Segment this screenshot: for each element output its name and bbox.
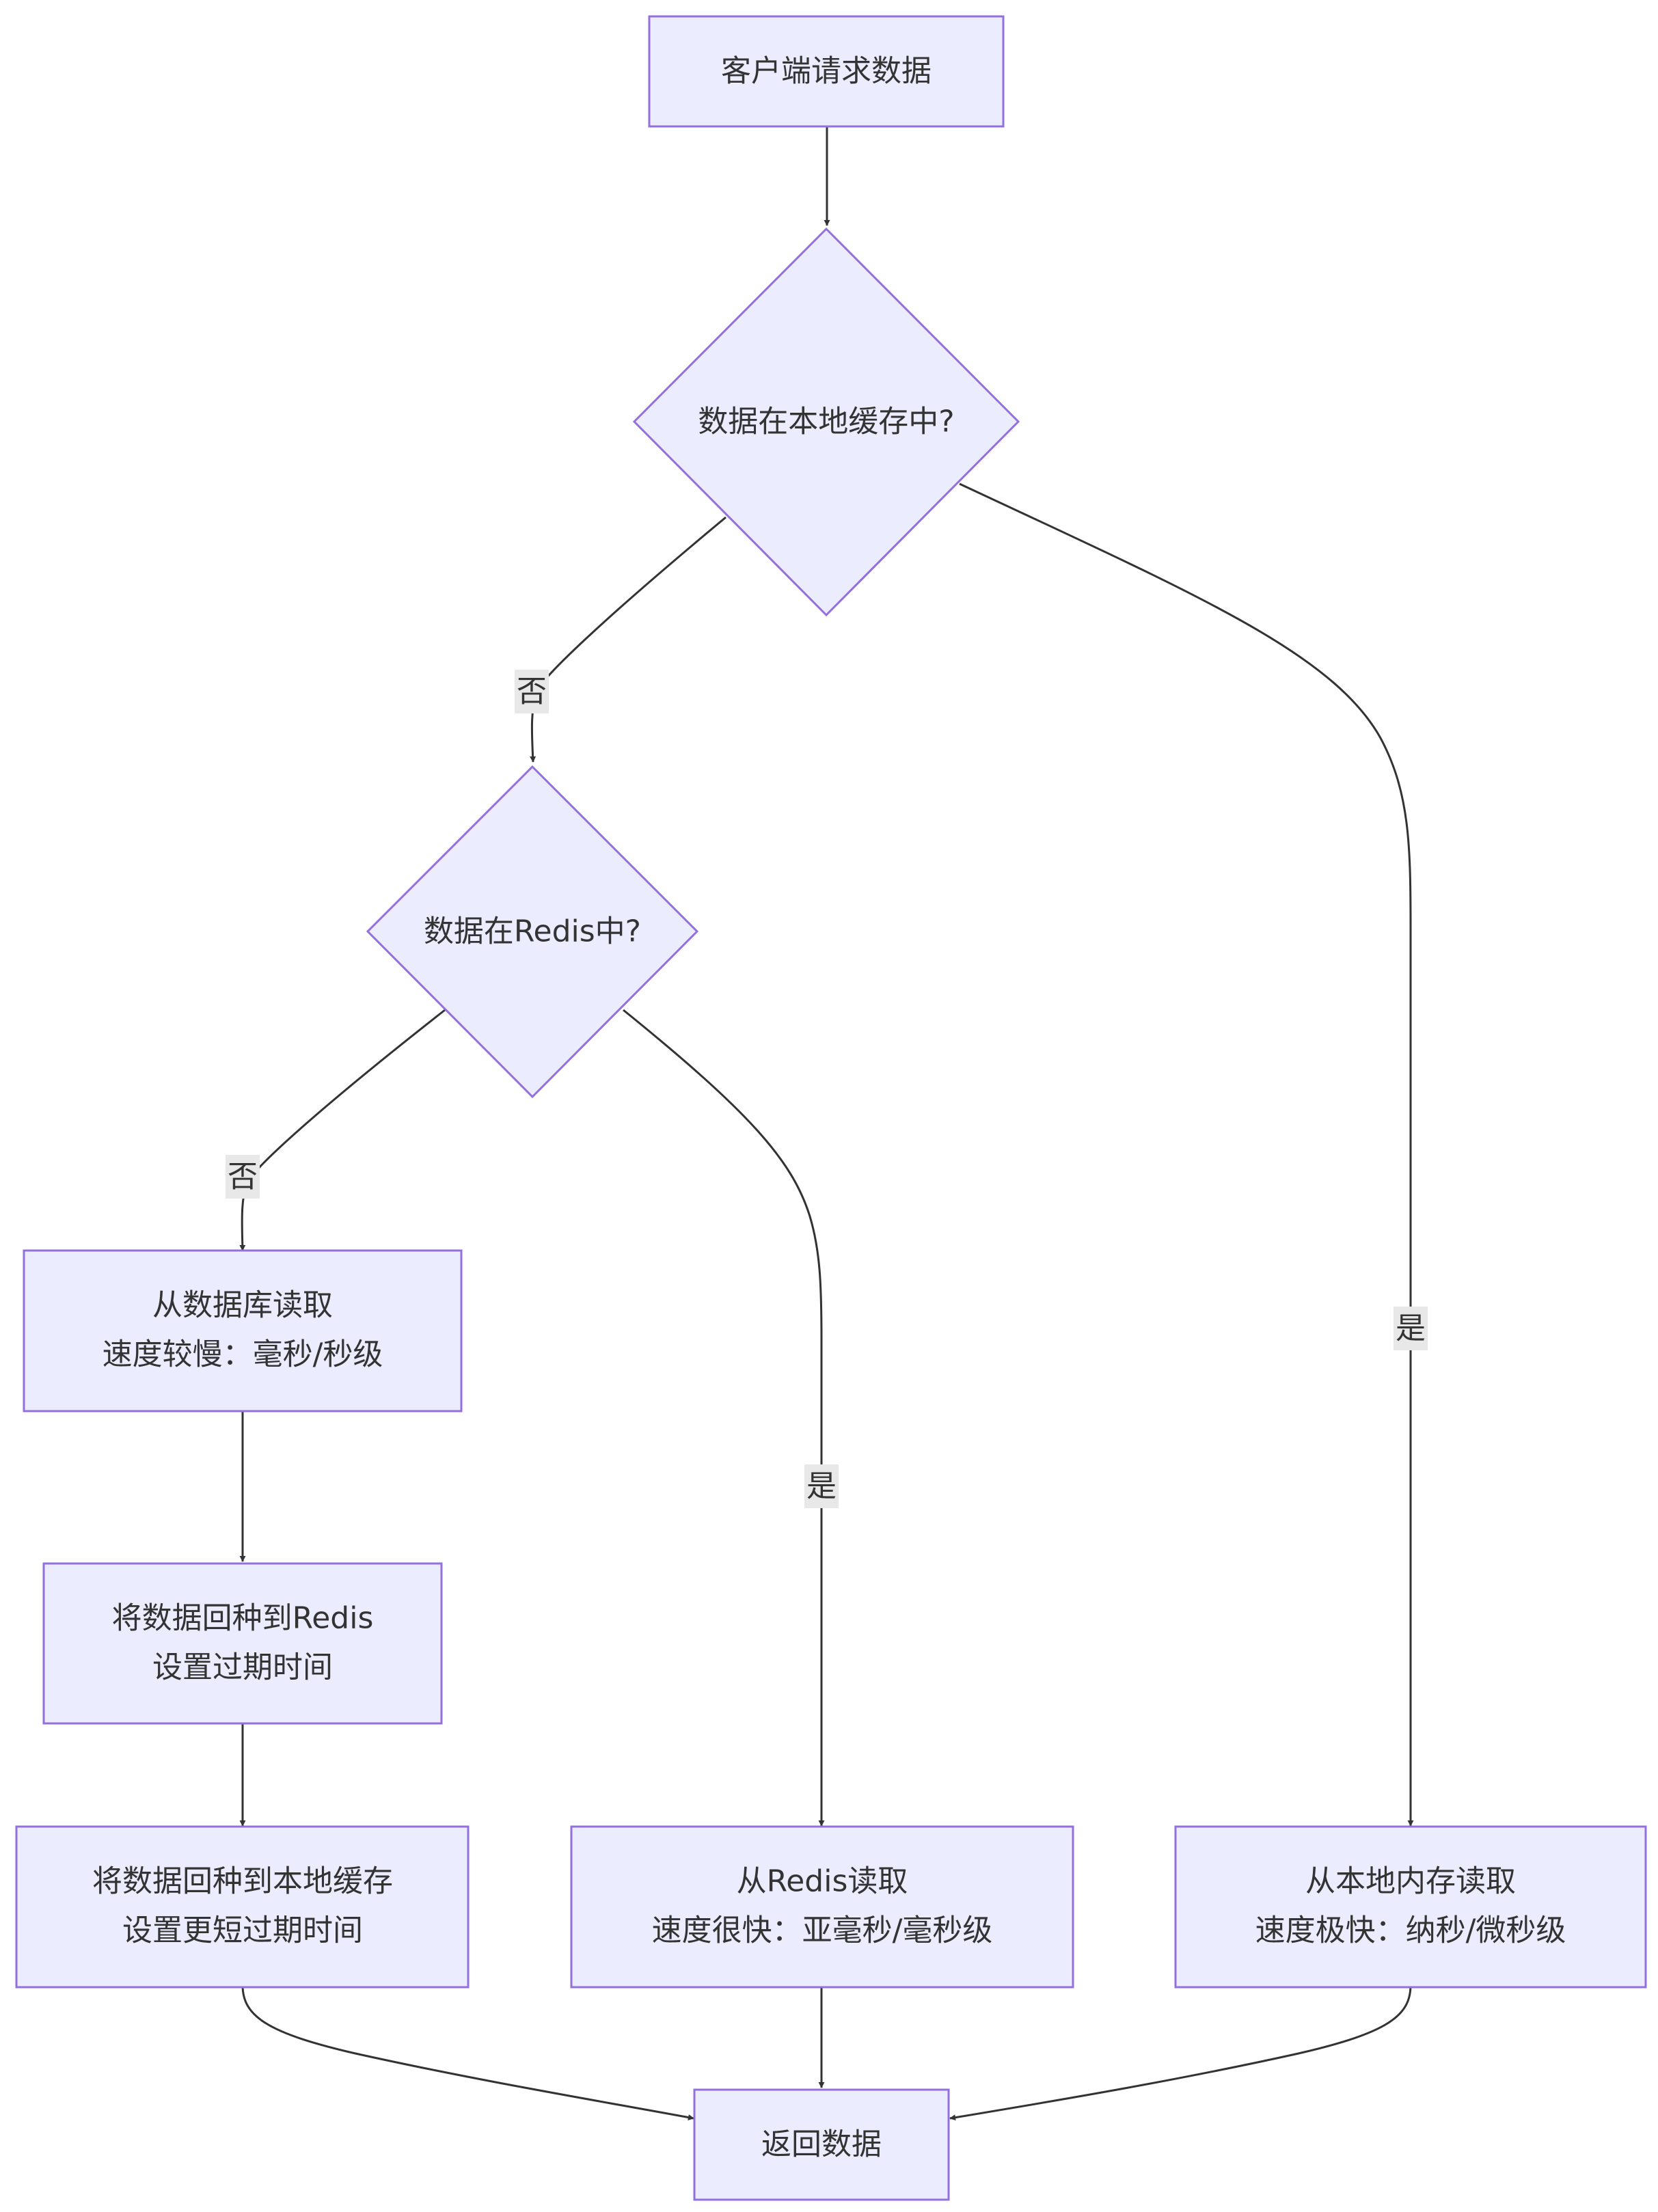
node-seed-redis-line2: 设置过期时间 [152,1650,333,1685]
node-return: 返回数据 [693,2088,950,2201]
node-read-local-line1: 从本地内存读取 [1305,1864,1516,1899]
edge-label-redis-no: 否 [226,1155,260,1199]
edge-label-redis-yes-text: 是 [806,1469,837,1504]
edge-label-redis-no-text: 否 [228,1160,258,1194]
edge-label-local-no-text: 否 [517,674,547,709]
edge-redis-check-to-read-db [239,1009,446,1251]
edge-label-redis-yes: 是 [804,1464,839,1508]
node-redis-check: 数据在Redis中? [366,765,699,1099]
node-start: 客户端请求数据 [648,15,1005,128]
node-read-db: 从数据库读取 速度较慢：毫秒/秒级 [23,1249,463,1412]
edge-seed-local-to-return [241,1984,694,2120]
node-local-check: 数据在本地缓存中? [632,227,1020,617]
node-seed-redis: 将数据回种到Redis 设置过期时间 [42,1562,443,1725]
edge-redis-check-to-read-redis [623,1009,825,1827]
edge-label-local-no: 否 [515,670,549,713]
node-read-redis-line2: 速度很快：亚毫秒/毫秒级 [652,1913,993,1948]
node-seed-local-line1: 将数据回种到本地缓存 [92,1864,393,1899]
node-read-redis: 从Redis读取 速度很快：亚毫秒/毫秒级 [570,1825,1074,1989]
node-read-db-line1: 从数据库读取 [152,1288,333,1323]
node-seed-local-line2: 设置更短过期时间 [122,1913,363,1948]
edge-local-check-to-redis-check [530,516,726,763]
node-return-text: 返回数据 [761,2127,882,2162]
node-read-local: 从本地内存读取 速度极快：纳秒/微秒级 [1174,1825,1647,1989]
edge-label-local-yes-text: 是 [1396,1311,1426,1346]
edge-label-local-yes: 是 [1394,1307,1428,1350]
node-local-check-text: 数据在本地缓存中? [698,405,954,439]
edge-local-check-to-read-local [959,482,1414,1827]
node-read-local-line2: 速度极快：纳秒/微秒级 [1255,1913,1566,1948]
node-seed-redis-line1: 将数据回种到Redis [112,1601,374,1636]
node-read-db-line2: 速度较慢：毫秒/秒级 [103,1337,383,1372]
node-seed-local: 将数据回种到本地缓存 设置更短过期时间 [15,1825,470,1989]
nodes: 客户端请求数据 数据在本地缓存中? 数据在Redis中? 从数据库读取 速度较慢… [15,15,1647,2201]
edges [239,126,1414,2121]
edge-labels: 否 是 否 是 [226,670,1428,1508]
node-start-text: 客户端请求数据 [721,54,932,89]
node-read-redis-line1: 从Redis读取 [737,1864,908,1899]
edge-read-local-to-return [949,1984,1412,2121]
node-redis-check-text: 数据在Redis中? [424,914,641,949]
